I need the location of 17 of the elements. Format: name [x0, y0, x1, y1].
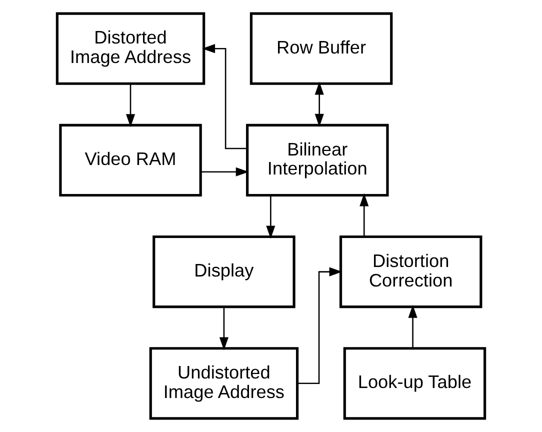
- arrow: [202, 44, 247, 150]
- node-box: Video RAM: [59, 124, 202, 197]
- arrow: [219, 307, 228, 350]
- node-box: Distortion Correction: [339, 235, 482, 308]
- arrow: [200, 167, 249, 176]
- arrow: [408, 304, 418, 348]
- node-box: Bilinear Interpolation: [246, 124, 389, 197]
- arrow: [314, 82, 324, 127]
- arrow: [266, 196, 276, 239]
- arrow: [360, 193, 369, 236]
- arrow: [297, 267, 342, 384]
- node-box: Look-up Table: [343, 347, 486, 420]
- node-box: Distorted Image Address: [56, 12, 206, 85]
- node-box: Display: [152, 235, 296, 308]
- node-box: Row Buffer: [250, 12, 393, 85]
- arrow: [126, 84, 136, 128]
- node-box: Undistorted Image Address: [149, 347, 299, 420]
